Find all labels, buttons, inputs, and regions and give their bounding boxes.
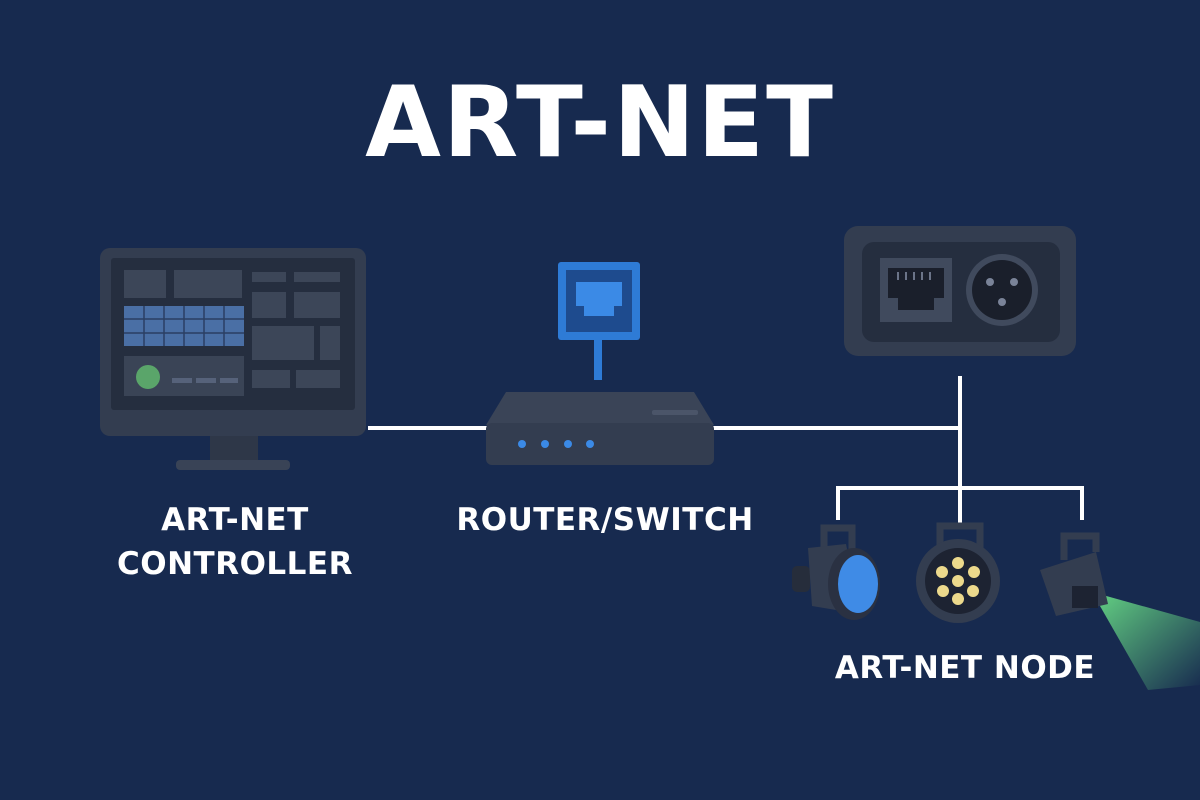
cable-fixture-branch [836,486,1084,520]
status-light-icon [136,365,160,389]
led-light-icon [916,522,1000,623]
controller-label: ART-NET CONTROLLER [90,498,380,586]
router-led [541,440,549,448]
node-label: ART-NET NODE [834,650,1096,686]
router-icon [486,392,714,465]
monitor-icon [100,248,366,470]
node-box-icon [844,226,1076,356]
ethernet-port-icon [558,262,640,380]
router-led [518,440,526,448]
router-label: ROUTER/SWITCH [456,502,754,538]
rj45-port-icon [880,258,952,322]
diagram-title: ART-NET [365,66,835,180]
cables [368,376,1084,528]
par-light-icon [792,524,880,620]
router-led [564,440,572,448]
controller-label-line1: ART-NET [161,502,309,538]
router-led [586,440,594,448]
controller-label-line2: CONTROLLER [117,546,353,582]
spotlight-icon [1040,532,1200,690]
xlr-connector-icon [966,254,1038,326]
